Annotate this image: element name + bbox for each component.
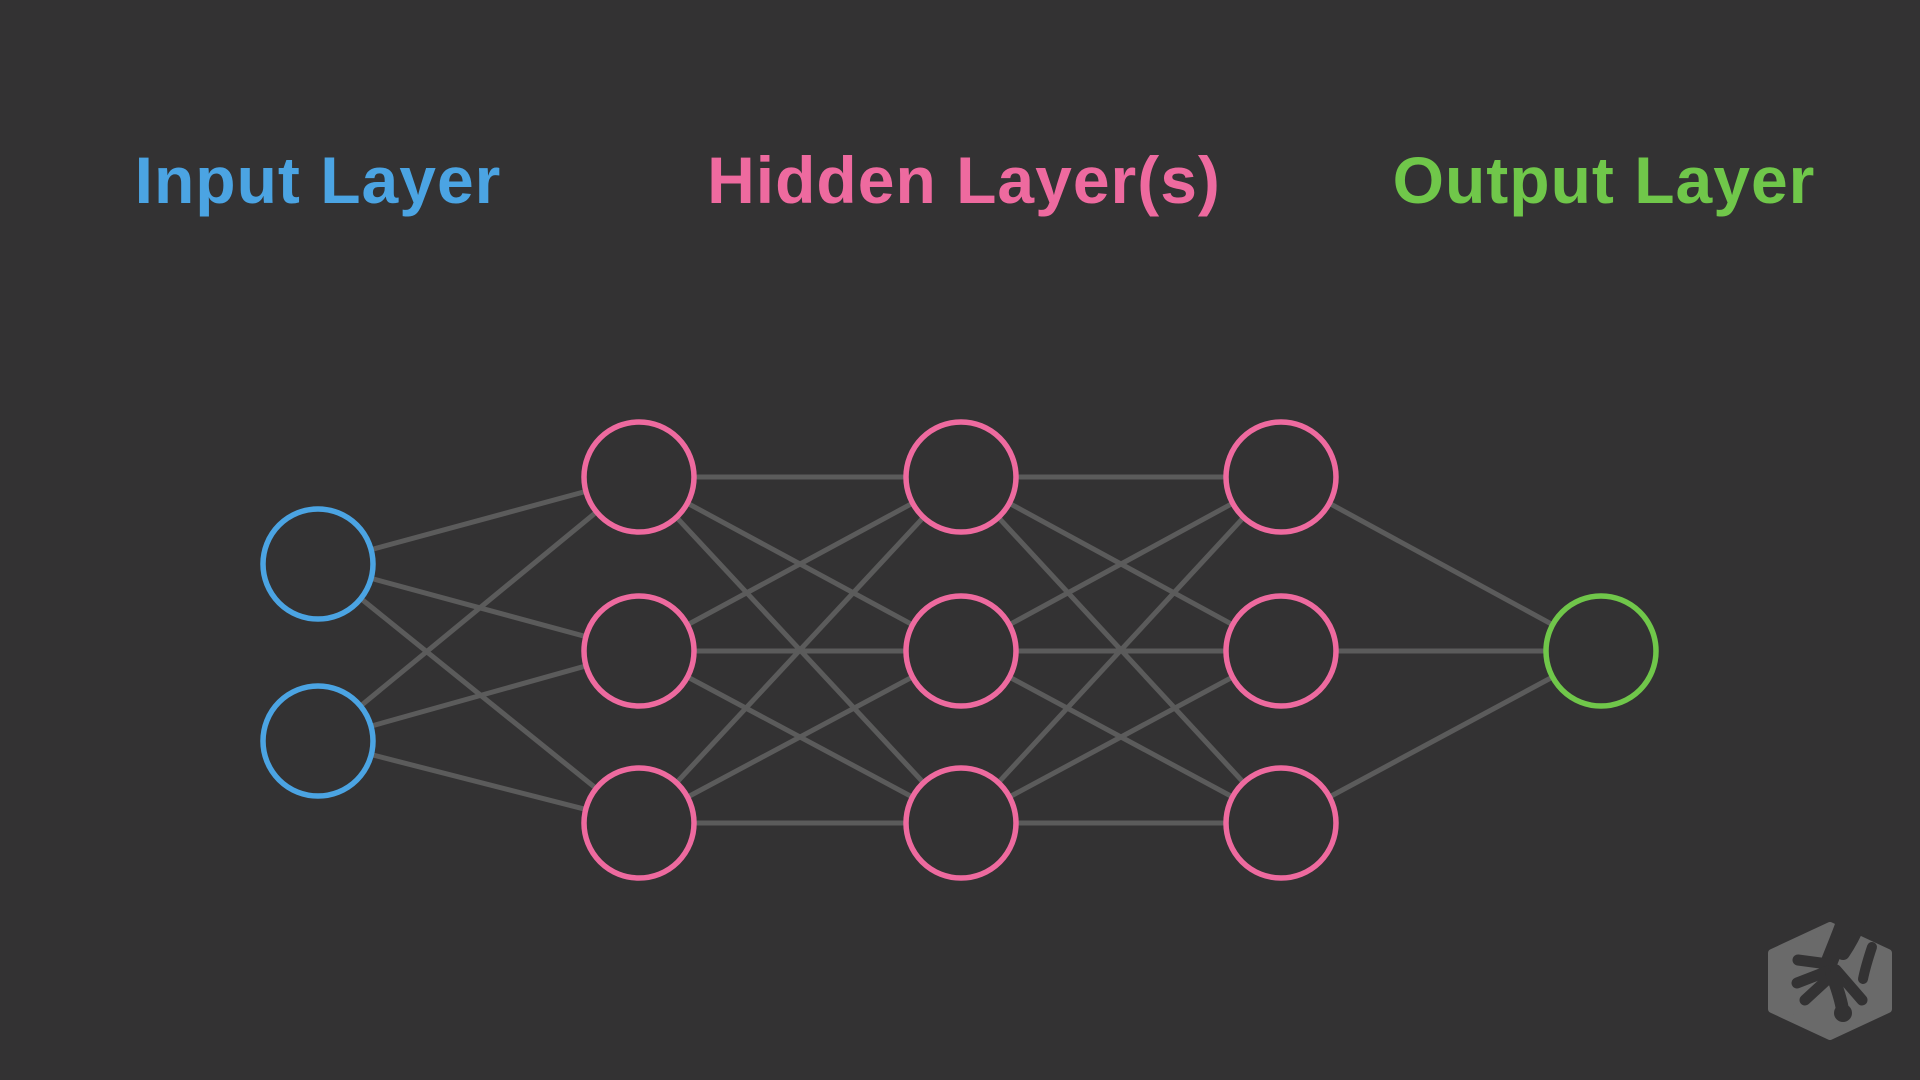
connection-edge xyxy=(959,648,1283,826)
connection-edge xyxy=(1279,474,1603,654)
input-layer-label: Input Layer xyxy=(134,143,502,217)
connection-edge xyxy=(959,474,1283,654)
node-input-2 xyxy=(260,683,376,799)
connection-edge xyxy=(316,475,641,743)
node-input-1 xyxy=(260,506,376,622)
connection-edge xyxy=(959,475,1283,825)
node-output-1 xyxy=(1543,593,1659,709)
logo-branch-cutout xyxy=(1791,922,1877,1014)
node-hidden-1-3 xyxy=(581,765,697,881)
node-hidden-3-2 xyxy=(1223,593,1339,709)
logo-branch-knob xyxy=(1834,1004,1852,1022)
output-layer-label: Output Layer xyxy=(1392,143,1816,217)
connection-edge xyxy=(637,474,963,654)
connection-edge xyxy=(1279,648,1603,826)
node-hidden-2-2 xyxy=(903,593,1019,709)
node-hidden-1-1 xyxy=(581,419,697,535)
connection-edge xyxy=(637,475,963,825)
node-hidden-2-1 xyxy=(903,419,1019,535)
node-hidden-2-3 xyxy=(903,765,1019,881)
node-hidden-3-1 xyxy=(1223,419,1339,535)
node-hidden-3-3 xyxy=(1223,765,1339,881)
hidden-layer-label: Hidden Layer(s) xyxy=(707,143,1221,217)
treehouse-logo-icon xyxy=(1768,922,1892,1040)
node-hidden-1-2 xyxy=(581,593,697,709)
connection-edge xyxy=(637,648,963,826)
